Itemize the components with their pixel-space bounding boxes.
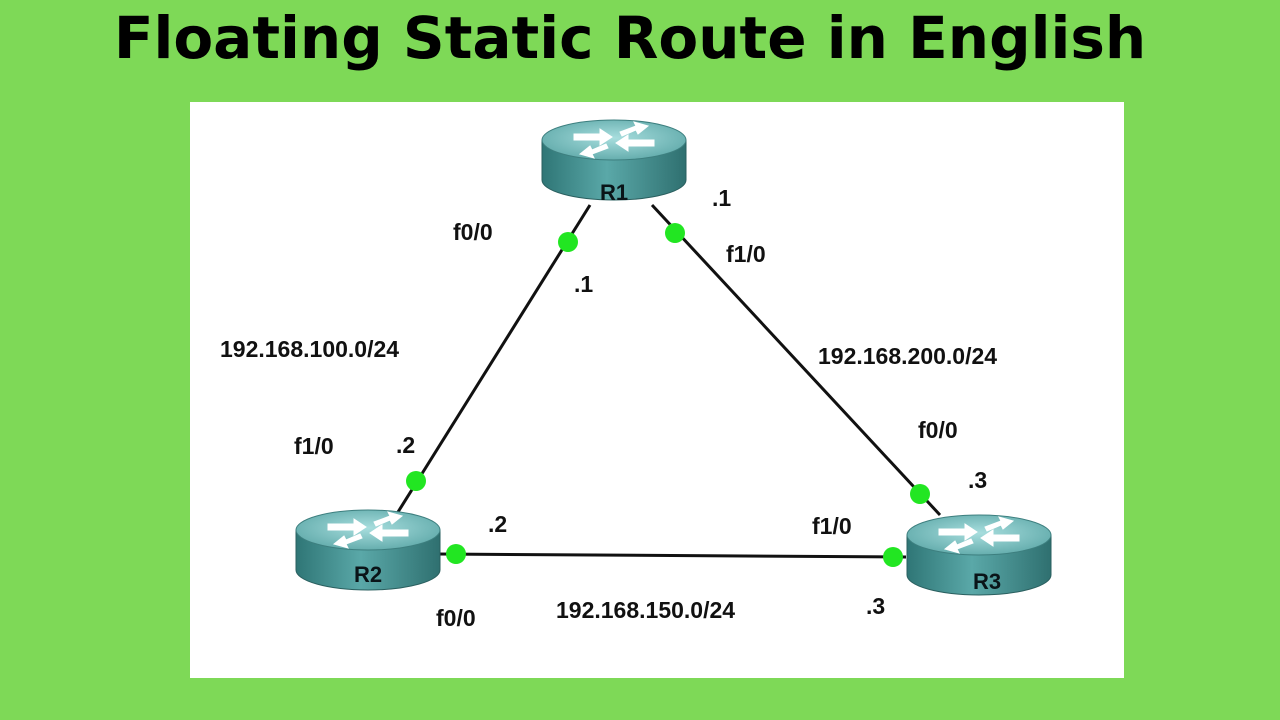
router-r3-label: R3 (973, 569, 1001, 594)
port-dot-r1-f00 (558, 232, 578, 252)
r1-f00-label: f0/0 (453, 219, 493, 245)
link-r2-r3 (437, 552, 907, 559)
link-r1-r3 (650, 203, 942, 517)
port-dot-r3-f10 (883, 547, 903, 567)
router-r2-label: R2 (354, 562, 382, 587)
router-r2[interactable]: R2 (295, 509, 441, 591)
r3-f10-ip-label: .3 (866, 593, 885, 619)
r3-f10-label: f1/0 (812, 513, 852, 539)
r2-f10-label: f1/0 (294, 433, 334, 459)
port-dot-r2-f10 (406, 471, 426, 491)
port-dot-r2-f00 (446, 544, 466, 564)
page-title: Floating Static Route in English (113, 4, 1147, 72)
r1-f10-ip-label: .1 (712, 185, 731, 211)
network-r2-r3-label: 192.168.150.0/24 (556, 597, 735, 623)
router-r1-label: R1 (600, 180, 628, 205)
router-r3[interactable]: R3 (906, 514, 1052, 596)
network-r1-r2-label: 192.168.100.0/24 (220, 336, 399, 362)
port-dot-r3-f00 (910, 484, 930, 504)
r2-f00-label: f0/0 (436, 605, 476, 631)
r1-f10-label: f1/0 (726, 241, 766, 267)
r2-f10-ip-label: .2 (396, 432, 415, 458)
link-r1-r2 (396, 204, 592, 513)
network-r1-r3-label: 192.168.200.0/24 (818, 343, 997, 369)
router-r1[interactable]: R1 (541, 119, 687, 205)
r3-f00-ip-label: .3 (968, 467, 987, 493)
port-dot-r1-f10 (665, 223, 685, 243)
r3-f00-label: f0/0 (918, 417, 958, 443)
r2-f00-ip-label: .2 (488, 511, 507, 537)
r1-f00-ip-label: .1 (574, 271, 593, 297)
